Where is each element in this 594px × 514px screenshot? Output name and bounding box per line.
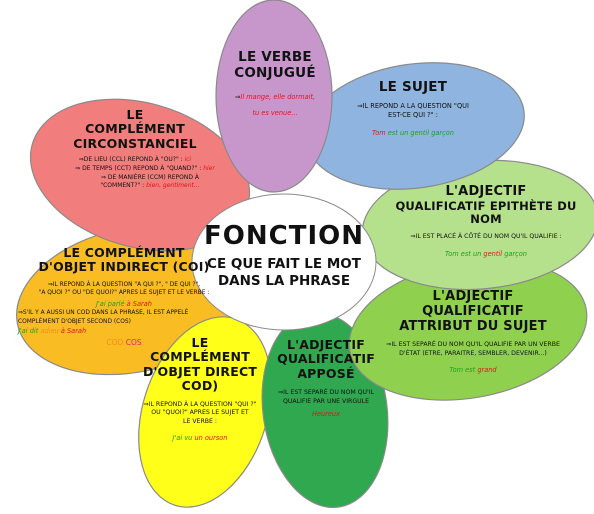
coi-line-3: ⇒S'IL Y A AUSSI UN COD DANS LA PHRASE, I… [18, 310, 189, 317]
epithete-box: L'ADJECTIF QUALIFICATIF EPITHÈTE DU NOM … [386, 184, 586, 260]
sujet-title: LE SUJET [378, 79, 448, 95]
coi-example-2-cos: à Sarah [60, 326, 87, 335]
attribut-title-3: ATTRIBUT DU SUJET [399, 318, 547, 334]
cod-title-1: LE [191, 335, 209, 350]
coi-title-2: D'OBJET INDIRECT (COI) [38, 259, 210, 275]
cod-example-before: J'ai vu [172, 434, 195, 443]
cod-title-2: COMPLÉMENT [150, 349, 250, 365]
ccl-box: LE COMPLÉMENT CIRCONSTANCIEL ⇒DE LIEU (C… [46, 107, 224, 191]
coi-example-2-cod: adieu [40, 326, 59, 335]
verbe-box: LE VERBE CONJUGUÉ ⇒Il mange, elle dormai… [226, 49, 324, 118]
attribut-title-2: QUALIFICATIF [422, 303, 524, 319]
coi-line-1: ⇒IL REPOND À LA QUESTION "A QUI ?", " DE… [47, 281, 201, 288]
coi-title-1: LE COMPLÉMENT [63, 245, 185, 260]
sujet-example-rest: est un gentil garçon [385, 128, 454, 137]
verbe-title-1: LE VERBE [238, 49, 312, 65]
center-label: FONCTION CE QUE FAIT LE MOT DANS LA PHRA… [196, 221, 372, 291]
appose-box: L'ADJECTIF QUALIFICATIF APPOSÉ ⇒IL EST S… [272, 337, 380, 420]
cod-line-1: ⇒IL REPOND À LA QUESTION "QUI ?" [143, 400, 257, 408]
petal-verbe [215, 0, 333, 193]
ccl-line-1-example: ici [184, 156, 192, 164]
coi-line-2: "A QUOI ?" OU "DE QUOI?" APRES LE SUJET … [38, 290, 210, 297]
attribut-title-1: L'ADJECTIF [432, 289, 514, 304]
appose-example: Heureux [311, 410, 341, 419]
cod-title-3: D'OBJET DIRECT [142, 363, 258, 379]
ccl-title-3: CIRCONSTANCIEL [73, 135, 197, 151]
sujet-example-subject: Tom [372, 128, 386, 137]
epithete-example-before: Tom est un [445, 250, 484, 259]
ccl-line-1: ⇒DE LIEU (CCL) REPOND À "OU?" : [78, 156, 185, 164]
coi-box: LE COMPLÉMENT D'OBJET INDIRECT (COI) ⇒IL… [18, 245, 230, 349]
ccl-line-2-example: hier [203, 164, 215, 172]
cod-line-2: OU "QUOI?" APRES LE SUJET ET [151, 409, 249, 417]
appose-line-2: QUALIFIE PAR UNE VIRGULE [282, 398, 370, 406]
attribut-box: L'ADJECTIF QUALIFICATIF ATTRIBUT DU SUJE… [368, 289, 578, 375]
attribut-line-1: ⇒IL EST SEPARÉ DU NOM QU'IL QUALIFIE PAR… [386, 340, 560, 348]
ccl-line-3: ⇒ DE MANIÈRE (CCM) REPOND À [100, 173, 199, 181]
cod-line-3: LE VERBE : [183, 418, 217, 426]
verbe-example-2: tu es venue... [252, 108, 298, 117]
cod-box: LE COMPLÉMENT D'OBJET DIRECT COD) ⇒IL RE… [135, 335, 265, 444]
coi-line-4: COMPLÉMENT D'OBJET SECOND (COS) [18, 318, 131, 325]
attribut-example-adjective: grand [477, 365, 497, 374]
verbe-arrow-icon: ⇒ [234, 93, 241, 102]
appose-title-2: QUALIFICATIF [277, 351, 375, 367]
sujet-line-2: EST-CE QUI ?" : [388, 111, 438, 120]
cod-title-4: COD) [181, 378, 219, 394]
ccl-line-2: ⇒ DE TEMPS (CCT) REPOND À "QUAND?" : [75, 164, 204, 172]
epithete-line-1: ⇒IL EST PLACÉ À CÔTÉ DU NOM QU'IL QUALIF… [410, 233, 562, 241]
sujet-line-1: ⇒IL REPOND A LA QUESTION "QUI [357, 101, 469, 110]
epithete-example-after: garçon [502, 250, 527, 259]
coi-example-2-before: J'ai dit [18, 326, 41, 335]
center-subtitle-2: DANS LA PHRASE [217, 273, 351, 290]
epithete-title-1: L'ADJECTIF [445, 184, 527, 199]
ccl-title-2: COMPLÉMENT [85, 121, 185, 137]
center-title: FONCTION [204, 221, 364, 251]
sujet-box: LE SUJET ⇒IL REPOND A LA QUESTION "QUI E… [348, 79, 478, 138]
attribut-example-before: Tom est [449, 365, 478, 374]
ccl-line-4-example: bien, gentiment... [146, 182, 200, 190]
coi-legend-cod: COD [106, 338, 124, 348]
appose-line-1: ⇒IL EST SEPARÉ DU NOM QU'IL [277, 389, 375, 397]
coi-example-1-before: J'ai parlé [96, 299, 127, 308]
appose-title-3: APPOSÉ [297, 365, 355, 381]
coi-example-1-object: à Sarah [126, 299, 152, 308]
epithete-example-adjective: gentil [483, 250, 503, 259]
ccl-title-1: LE [126, 107, 144, 122]
ccl-line-4: "COMMENT?" : [100, 182, 147, 190]
appose-title-1: L'ADJECTIF [287, 337, 365, 352]
center-circle [191, 193, 377, 331]
verbe-title-2: CONJUGUÉ [234, 64, 316, 81]
verbe-example-1: Il mange, elle dormait, [240, 93, 316, 102]
attribut-line-2: D'ÉTAT (ETRE, PARAITRE, SEMBLER, DEVENIR… [399, 349, 547, 357]
epithete-title-2: QUALIFICATIF EPITHÈTE DU NOM [395, 198, 577, 227]
cod-example-object: un ourson [194, 434, 228, 443]
coi-legend-cos: COS [125, 338, 142, 348]
center-subtitle-1: CE QUE FAIT LE MOT [207, 255, 361, 272]
